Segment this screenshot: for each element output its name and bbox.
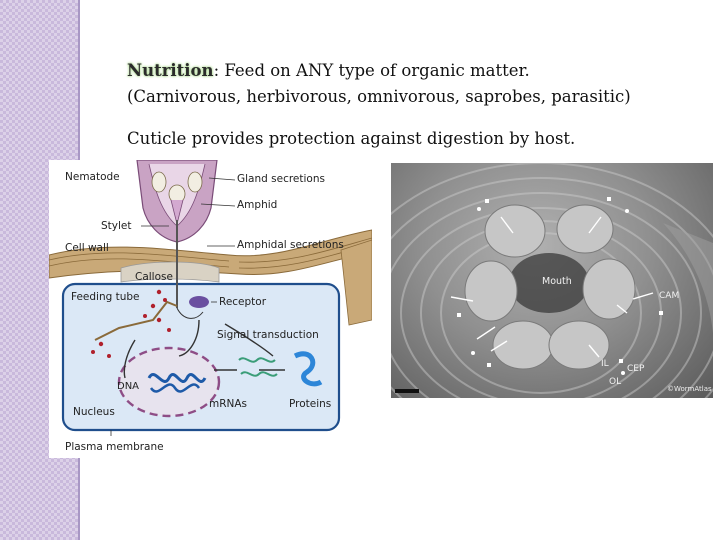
nutrition-label: Nutrition (127, 61, 214, 80)
label-cam: CAM (659, 291, 679, 301)
label-dna: DNA (117, 381, 139, 392)
label-ol: OL (609, 377, 621, 387)
label-signal-transduction: Signal transduction (217, 329, 319, 341)
scale-bar (395, 389, 419, 393)
label-gland-secretions: Gland secretions (237, 173, 325, 185)
sem-photo: Mouth CAM IL CEP OL ©WormAtlas (391, 163, 713, 398)
label-cell-wall: Cell wall (65, 242, 109, 254)
label-nucleus: Nucleus (73, 406, 115, 418)
label-cep: CEP (627, 364, 644, 374)
label-feeding-tube: Feeding tube (71, 291, 140, 303)
nutrition-detail: (Carnivorous, herbivorous, omnivorous, s… (127, 84, 697, 110)
label-mouth: Mouth (542, 276, 572, 287)
label-stylet: Stylet (101, 220, 132, 232)
receptor (189, 296, 209, 308)
label-amphidal-secretions: Amphidal secretions (237, 239, 344, 251)
label-mrnas: mRNAs (209, 398, 247, 410)
label-plasma-membrane: Plasma membrane (65, 441, 164, 453)
nutrition-text: : Feed on ANY type of organic matter. (214, 61, 530, 80)
nutrition-line: Nutrition: Feed on ANY type of organic m… (127, 58, 697, 84)
cuticle-text: Cuticle provides protection against dige… (127, 126, 697, 152)
feeding-diagram: Nematode Gland secretions Amphid Stylet … (49, 160, 372, 458)
label-il: IL (601, 359, 609, 369)
label-receptor: Receptor (219, 296, 266, 308)
label-nematode: Nematode (65, 171, 120, 183)
photo-credit: ©WormAtlas (667, 385, 712, 393)
label-callose: Callose (135, 271, 173, 283)
slide-text: Nutrition: Feed on ANY type of organic m… (127, 58, 697, 152)
label-amphid: Amphid (237, 199, 277, 211)
label-proteins: Proteins (289, 398, 331, 410)
